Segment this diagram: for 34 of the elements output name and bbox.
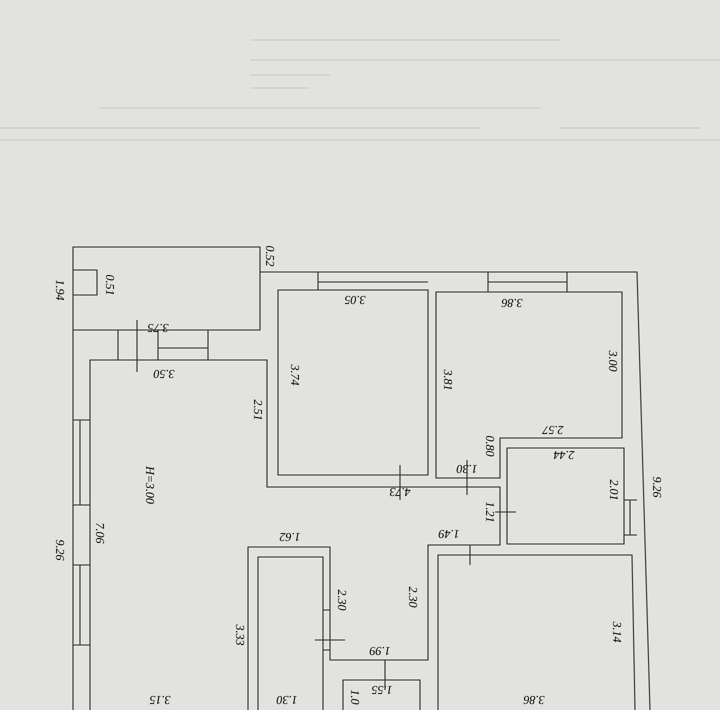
dimension-label: 4.73 [390, 488, 410, 496]
dimension-label: 2.57 [542, 426, 564, 434]
dimension-label: 2.30 [338, 590, 346, 610]
dimension-label: 3.00 [608, 350, 618, 372]
dimension-label: 3.14 [612, 622, 622, 642]
dimension-label: 3.75 [148, 324, 169, 332]
dimension-label: 3.15 [150, 696, 171, 704]
dimension-label: 1.55 [372, 686, 392, 694]
dimension-label: 3.74 [290, 364, 300, 386]
dimension-label: 1.99 [370, 646, 390, 656]
dimension-label: 0.51 [106, 274, 114, 294]
dimension-label: 2.51 [254, 400, 262, 420]
dimension-label: 1.62 [280, 532, 300, 542]
dimension-label: 1.30 [456, 464, 478, 474]
dimension-label: 1.30 [276, 696, 298, 704]
dimension-label: 3.81 [444, 370, 452, 390]
dimension-label: 2.01 [610, 480, 618, 500]
dimension-label: 1.94 [56, 280, 64, 300]
dimension-label: 2.44 [554, 450, 574, 460]
dimension-label: 2.30 [408, 586, 418, 608]
height-label: H=3.00 [146, 466, 154, 504]
dimension-label: 3.86 [524, 696, 545, 704]
dimension-label: 3.86 [502, 298, 523, 308]
dimension-label: 1.49 [438, 530, 460, 538]
dimension-label: 9.26 [652, 476, 662, 498]
dimension-label: 7.06 [96, 523, 104, 544]
dimension-label: 3.05 [344, 296, 366, 304]
dimension-label: 0.52 [266, 246, 274, 266]
dimension-label: 3.50 [154, 370, 175, 378]
dimension-label: 1.0 [350, 690, 360, 704]
dimension-label: 3.33 [236, 624, 244, 646]
dimension-label: 0.80 [486, 436, 494, 456]
dimension-label: 1.21 [486, 502, 494, 522]
dimension-label: 9.26 [56, 540, 64, 560]
